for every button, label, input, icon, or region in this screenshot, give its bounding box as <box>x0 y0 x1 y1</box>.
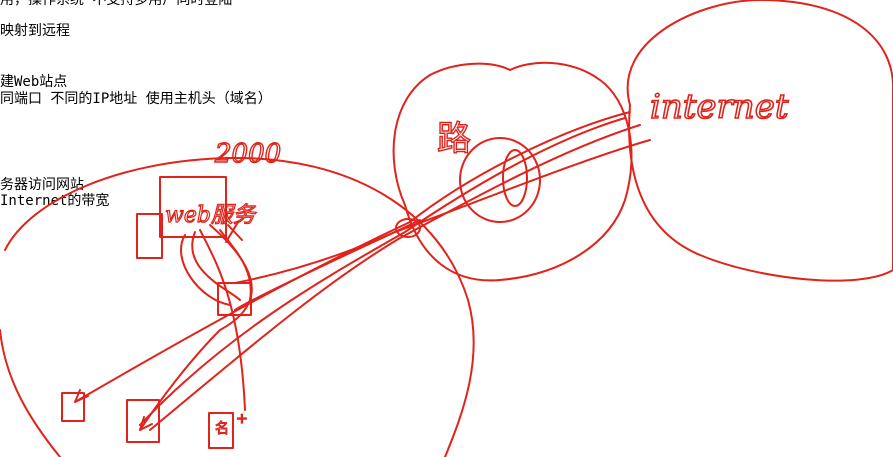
label-client-name: 名 <box>215 421 229 437</box>
router-cloud <box>392 61 633 282</box>
flow-line-1 <box>74 111 631 403</box>
flow-line-4 <box>234 139 651 311</box>
cross-marker <box>225 221 243 243</box>
note-line-2: 映射到远程 <box>0 23 70 39</box>
note-line-5: 务器访问网站 <box>0 177 84 193</box>
note-line-3: 建Web站点 <box>0 74 68 90</box>
flow-line-3 <box>149 124 641 431</box>
arrowhead-client-1 <box>74 389 89 403</box>
host-box-left <box>136 213 163 259</box>
client-box-3 <box>208 412 234 449</box>
lan-cloud <box>0 156 475 457</box>
label-router: 路 <box>437 119 471 159</box>
internet-cloud <box>626 0 893 282</box>
label-port-2000: 2000 <box>214 139 281 169</box>
note-line-1: 用，操作系统 不支持多用户同时登陆 <box>0 0 233 8</box>
label-web-service: web服务 <box>165 203 257 228</box>
flow-line-5 <box>234 219 421 284</box>
client-box-1 <box>61 392 85 422</box>
label-internet: internet <box>650 87 789 127</box>
arrowhead-client-2 <box>139 416 153 431</box>
note-line-4: 同端口 不同的IP地址 使用主机头（域名） <box>0 91 272 107</box>
server-link-4 <box>180 234 231 306</box>
router-ring-outer <box>459 137 541 223</box>
server-link-5 <box>219 229 252 301</box>
client-box-2 <box>126 399 160 443</box>
flow-line-2 <box>139 117 626 426</box>
label-plus: + <box>236 411 248 427</box>
server-link-3 <box>191 231 241 301</box>
router-ring-inner <box>502 149 528 207</box>
